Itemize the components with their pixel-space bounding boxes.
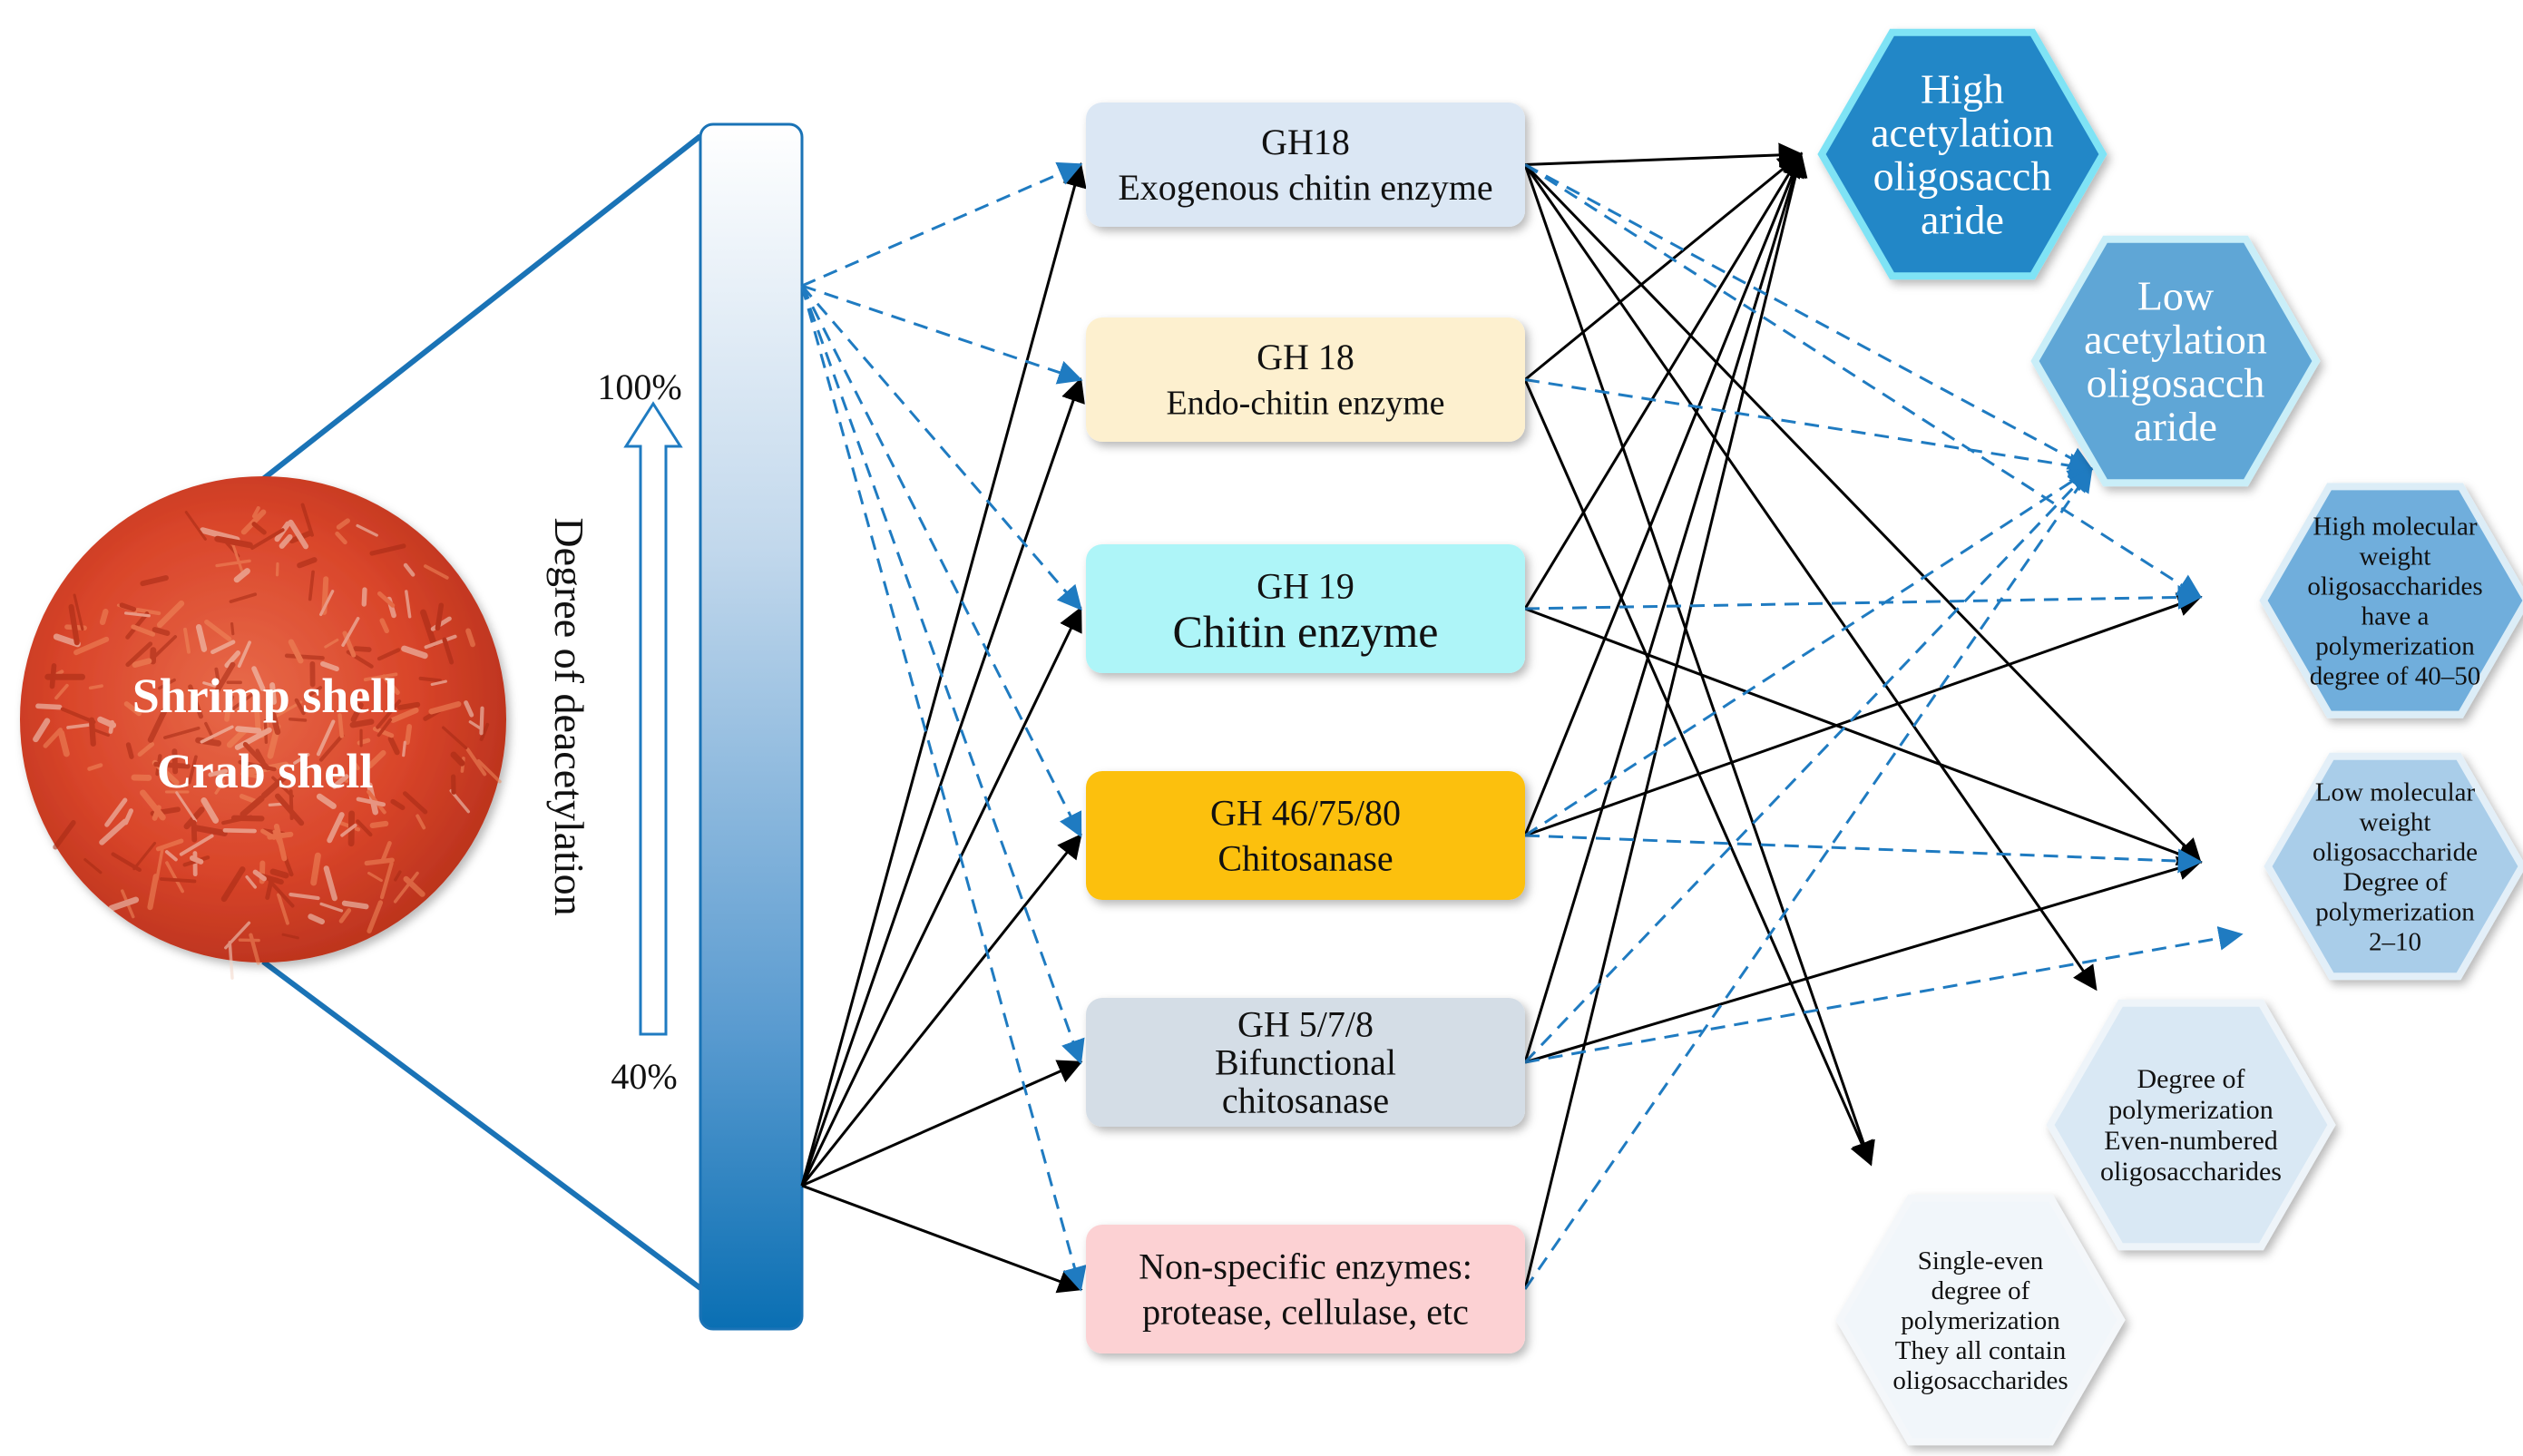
- dashed-arrow-nonspecific-to-low-acetylation: [1523, 466, 2093, 1290]
- product-label-low-mw-line4: Degree of: [2342, 867, 2447, 896]
- product-label-high-mw-line6: degree of 40–50: [2310, 661, 2480, 690]
- dashed-arrow-gh578-to-low-mw-lower: [1524, 925, 2244, 1064]
- solid-arrow-gh19-to-low-mw: [1524, 607, 2203, 866]
- product-label-high-mw-line3: oligosaccharides: [2307, 572, 2482, 601]
- enzyme-label-gh46-line1: GH 46/75/80: [1210, 793, 1401, 834]
- solid-arrow-gh18-endo-to-single-even: [1523, 378, 1873, 1167]
- dashed-arrow-scale-to-gh18-exo: [801, 161, 1083, 288]
- enzyme-label-gh18-endo-line2: Endo-chitin enzyme: [1166, 384, 1444, 422]
- dashed-arrow-scale-to-gh18-endo: [801, 284, 1083, 385]
- solid-arrow-gh46-to-high-mw: [1524, 592, 2203, 837]
- product-label-low-mw-line2: weight: [2360, 807, 2431, 836]
- solid-arrow-gh18-exo-to-single-even: [1523, 164, 1875, 1167]
- dashed-arrow-gh18-endo-to-low-acetylation: [1524, 378, 2094, 478]
- solid-arrow-gh578-to-low-mw: [1524, 855, 2203, 1064]
- scale-bottom-label: 40%: [611, 1056, 677, 1097]
- enzyme-label-gh18-exo-line1: GH18: [1261, 122, 1350, 162]
- product-label-single-even-line3: polymerization: [1901, 1306, 2060, 1335]
- enzyme-label-gh578-line3: chitosanase: [1222, 1080, 1389, 1121]
- enzyme-label-gh19-line2: Chitin enzyme: [1173, 606, 1439, 657]
- solid-arrow-scale-to-nonspecific: [801, 1184, 1083, 1294]
- product-label-single-even-line4: They all contain: [1895, 1336, 2067, 1365]
- product-label-low-mw-line5: polymerization: [2315, 897, 2475, 926]
- enzyme-label-gh578-line2: Bifunctional: [1215, 1042, 1396, 1083]
- enzyme-box-nonspecific: Non-specific enzymes: protease, cellulase…: [1086, 1225, 1525, 1353]
- solid-arrow-scale-to-gh18-endo: [800, 376, 1085, 1187]
- product-label-high-mw-line2: weight: [2360, 542, 2431, 571]
- product-label-low-mw-line1: Low molecular: [2315, 777, 2476, 806]
- product-label-low-acetylation-line1: Low: [2137, 273, 2215, 319]
- product-label-high-acetylation-line2: acetylation: [1871, 110, 2054, 156]
- dashed-arrow-scale-to-gh578: [800, 285, 1085, 1065]
- product-label-single-even-line5: oligosaccharides: [1892, 1366, 2068, 1395]
- solid-arrow-gh18-exo-to-low-mw: [1523, 163, 2202, 864]
- product-label-even-numbered-line2: polymerization: [2108, 1095, 2274, 1125]
- dashed-arrow-gh18-exo-to-high-mw: [1524, 163, 2203, 599]
- increase-arrow-icon: [623, 401, 683, 1036]
- dashed-arrow-scale-to-gh46: [800, 285, 1082, 838]
- dashed-arrow-gh46-to-low-acetylation: [1524, 467, 2094, 837]
- solid-arrow-nonspecific-to-high-acetylation: [1523, 151, 1808, 1290]
- shell-image: [20, 476, 506, 980]
- solid-arrow-gh19-to-high-acetylation: [1523, 151, 1803, 610]
- product-hexagon-even-numbered: Degree ofpolymerizationEven-numberedolig…: [2046, 999, 2336, 1251]
- dashed-arrow-gh19-to-high-mw: [1524, 584, 2203, 611]
- cone-line-bottom: [261, 959, 702, 1291]
- product-label-low-acetylation-line3: oligosacch: [2087, 360, 2265, 406]
- dashed-arrow-gh18-exo-to-low-acetylation: [1524, 163, 2094, 471]
- product-label-even-numbered-line4: oligosaccharides: [2100, 1157, 2282, 1187]
- product-label-high-acetylation-line3: oligosacch: [1873, 153, 2052, 200]
- product-hexagon-low-mw: Low molecularweightoligosaccharideDegree…: [2264, 752, 2523, 981]
- enzyme-label-gh578-line1: GH 5/7/8: [1237, 1004, 1374, 1045]
- product-label-low-acetylation-line2: acetylation: [2084, 317, 2267, 363]
- enzyme-label-nonspecific-line2: protease, cellulase, etc: [1142, 1292, 1469, 1333]
- dashed-arrow-scale-to-nonspecific: [800, 285, 1087, 1292]
- product-label-high-mw-line4: have a: [2362, 601, 2430, 630]
- deacetylation-scale-bar: [699, 122, 804, 1331]
- enzyme-label-gh18-exo-line2: Exogenous chitin enzyme: [1118, 167, 1492, 208]
- source-label-line2: Crab shell: [157, 744, 374, 798]
- enzyme-label-gh46-line2: Chitosanase: [1217, 838, 1393, 879]
- product-label-single-even-line2: degree of: [1931, 1276, 2030, 1305]
- product-label-even-numbered-line3: Even-numbered: [2104, 1126, 2278, 1156]
- product-label-even-numbered-line1: Degree of: [2137, 1064, 2244, 1094]
- cone-line-top: [261, 133, 702, 482]
- scale-axis-label: Degree of deacetylation: [546, 517, 592, 915]
- enzyme-label-gh19-line1: GH 19: [1257, 566, 1354, 607]
- solid-arrow-scale-to-gh46: [800, 833, 1082, 1187]
- solid-arrow-scale-to-gh19: [800, 606, 1082, 1187]
- product-label-high-mw-line5: polymerization: [2315, 631, 2475, 660]
- product-label-low-acetylation-line4: aride: [2134, 404, 2217, 450]
- solid-arrow-gh578-to-high-acetylation: [1523, 151, 1806, 1063]
- product-label-high-acetylation-line1: High: [1921, 66, 2004, 112]
- solid-arrow-gh46-to-high-acetylation: [1523, 151, 1804, 836]
- product-label-high-mw-line1: High molecular: [2313, 512, 2478, 541]
- enzyme-label-nonspecific-line1: Non-specific enzymes:: [1139, 1246, 1472, 1287]
- scale-top-label: 100%: [597, 366, 681, 407]
- enzyme-label-gh18-endo-line1: GH 18: [1257, 337, 1354, 377]
- dashed-arrow-gh46-to-low-mw: [1524, 834, 2203, 874]
- product-label-high-acetylation-line4: aride: [1921, 197, 2004, 243]
- dashed-arrow-gh578-to-low-acetylation: [1523, 467, 2093, 1064]
- solid-arrow-gh18-exo-to-high-acetylation: [1524, 142, 1804, 168]
- source-label-line1: Shrimp shell: [132, 669, 398, 723]
- dashed-arrow-scale-to-gh19: [800, 285, 1082, 611]
- solid-arrow-scale-to-gh578: [801, 1060, 1083, 1187]
- product-label-low-mw-line3: oligosaccharide: [2313, 837, 2478, 866]
- product-hexagon-high-mw: High molecularweightoligosaccharideshave…: [2259, 483, 2523, 718]
- product-label-low-mw-line6: 2–10: [2369, 927, 2421, 956]
- solid-arrow-gh18-endo-to-high-acetylation: [1524, 152, 1804, 381]
- arrow-links: [800, 142, 2244, 1294]
- product-label-single-even-line1: Single-even: [1918, 1246, 2044, 1275]
- enzyme-box-gh18-endo: GH 18 Endo-chitin enzyme: [1086, 318, 1525, 442]
